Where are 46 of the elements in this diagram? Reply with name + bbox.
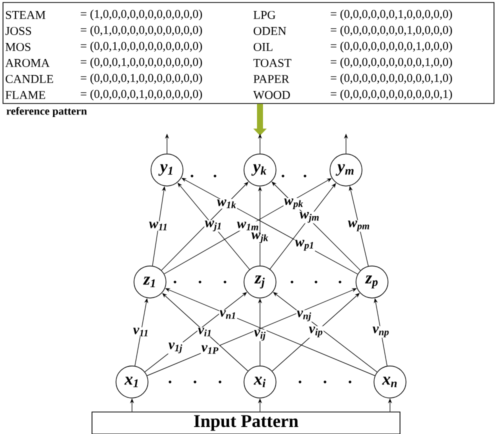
table-cell: MOS	[6, 42, 30, 51]
table-cell: = (0,0,0,0,0,0,0,0,0,0,0,1)	[330, 90, 452, 100]
input-box: Input Pattern	[92, 412, 400, 434]
edge-label: v$_{ip}$	[308, 326, 324, 338]
edge-label: w$_{pm}$	[347, 220, 371, 232]
edge-label: w$_{1m}$	[236, 221, 260, 231]
table-cell: TOAST	[253, 58, 292, 67]
edge-label: w$_{pk}$	[284, 198, 304, 210]
table-cell: AROMA	[5, 58, 50, 67]
table-cell: = (0,0,0,1,0,0,0,0,0,0,0,0)	[80, 58, 202, 68]
edge-label: w$_{jk}$	[250, 232, 270, 244]
table-cell: = (0,0,1,0,0,0,0,0,0,0,0,0)	[80, 42, 202, 52]
edge-label: w$_{p1}$	[294, 239, 316, 252]
edge-label: w$_{11}$	[148, 221, 169, 231]
edge-label: v$_{nj}$	[296, 310, 312, 322]
arrow	[272, 182, 361, 271]
table-cell: = (0,0,0,0,1,0,0,0,0,0,0,0)	[80, 74, 202, 84]
table-cell: WOOD	[253, 90, 290, 100]
table-cell: = (0,0,0,0,0,0,0,0,1,0,0,0)	[330, 42, 452, 52]
table-cell: = (0,0,0,0,0,0,0,0,0,0,1,0)	[330, 74, 452, 84]
edge-label: w$_{j1}$	[204, 220, 223, 232]
edge-label: v$_{n1}$	[219, 310, 238, 320]
edge-label: v$_{i1}$	[197, 327, 213, 337]
table-cell: = (0,0,0,0,0,0,1,0,0,0,0,0)	[330, 10, 452, 20]
table-cell: CANDLE	[6, 74, 54, 83]
table-cell: ODEN	[254, 26, 286, 35]
caption-label: reference pattern	[6, 106, 87, 117]
table-cell: STEAM	[6, 10, 46, 19]
edge-label: v$_{11}$	[132, 327, 150, 337]
table-cell: = (0,1,0,0,0,0,0,0,0,0,0,0)	[80, 26, 202, 36]
edge-label: v$_{1P}$	[200, 344, 220, 354]
table-cell: OIL	[254, 42, 272, 51]
edge-label: v$_{1j}$	[168, 342, 184, 354]
table-cell: = (0,0,0,0,0,0,0,0,0,1,0,0)	[330, 58, 452, 68]
table-cell: = (0,0,0,0,0,0,0,1,0,0,0,0)	[330, 26, 452, 36]
edge-label: v$_{np}$	[372, 326, 390, 338]
edge-label: w$_{jm}$	[299, 212, 320, 224]
table-cell: LPG	[254, 10, 276, 19]
edge-label: v$_{ij}$	[253, 330, 267, 342]
edge-label: w$_{1k}$	[216, 199, 238, 209]
table-cell: = (1,0,0,0,0,0,0,0,0,0,0,0)	[80, 10, 202, 20]
table-cell: = (0,0,0,0,0,1,0,0,0,0,0,0)	[80, 90, 202, 100]
table-cell: JOSS	[5, 26, 32, 35]
table-cell: FLAME	[6, 91, 46, 99]
pattern-table	[2, 2, 494, 104]
table-cell: PAPER	[254, 75, 290, 83]
